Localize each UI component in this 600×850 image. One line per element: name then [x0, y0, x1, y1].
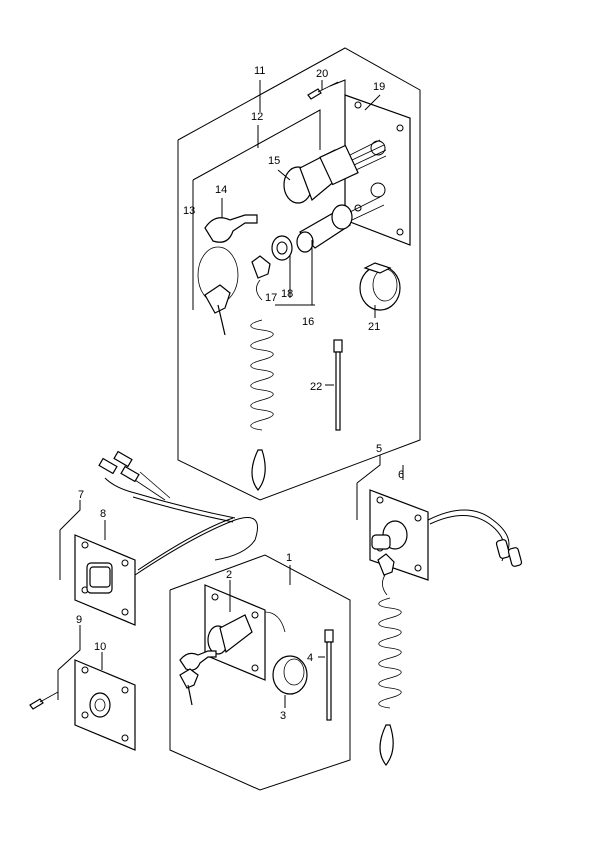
group-7-frame — [59, 500, 106, 580]
cap-3 — [272, 655, 308, 708]
cable-tie-4 — [318, 629, 334, 721]
group-12-frame — [192, 109, 321, 310]
callout-19: 19 — [373, 81, 385, 93]
callout-20: 20 — [316, 68, 328, 80]
switch-plate-8 — [74, 534, 136, 626]
switch-plate-10 — [74, 659, 136, 751]
wire-harness-5 — [427, 509, 523, 567]
callout-7: 7 — [78, 489, 84, 501]
ignition-switch-15 — [277, 139, 387, 204]
lanyard-cord-5 — [377, 553, 402, 766]
callout-11: 11 — [254, 65, 265, 77]
callout-4: 4 — [307, 652, 313, 664]
key-14 — [197, 198, 258, 336]
callout-5: 5 — [376, 443, 382, 455]
callout-1: 1 — [286, 552, 292, 564]
callout-labels: 11 20 19 12 15 14 13 17 18 16 21 22 5 6 … — [76, 65, 404, 722]
screw-20 — [307, 79, 346, 115]
group-9-frame — [57, 625, 103, 700]
callout-2: 2 — [226, 569, 232, 581]
callout-10: 10 — [94, 641, 106, 653]
cable-tie-22 — [325, 339, 343, 431]
cap-21 — [359, 262, 401, 318]
callout-3: 3 — [280, 710, 286, 722]
wire-connectors — [98, 450, 140, 483]
callout-8: 8 — [100, 508, 106, 520]
mounting-plate-19 — [344, 94, 411, 246]
stop-switch-16 — [271, 196, 385, 306]
stop-switch-plate-6 — [369, 489, 429, 581]
callout-14: 14 — [215, 184, 227, 196]
group-1-frame — [169, 554, 351, 791]
callout-17: 17 — [265, 292, 277, 304]
screw-9 — [29, 691, 59, 710]
lanyard-cord-11 — [250, 255, 274, 491]
callout-22: 22 — [310, 381, 322, 393]
callout-16: 16 — [302, 316, 314, 328]
callout-12: 12 — [251, 111, 263, 123]
ignition-switch-2 — [179, 614, 253, 706]
callout-15: 15 — [268, 155, 280, 167]
wire-harness-7 — [98, 450, 258, 576]
callout-18: 18 — [281, 288, 293, 300]
group-11-frame — [177, 47, 421, 501]
callout-6: 6 — [398, 469, 404, 481]
callout-21: 21 — [368, 321, 380, 333]
group-5-frame — [356, 455, 404, 520]
callout-13: 13 — [183, 205, 195, 217]
callout-9: 9 — [76, 614, 82, 626]
